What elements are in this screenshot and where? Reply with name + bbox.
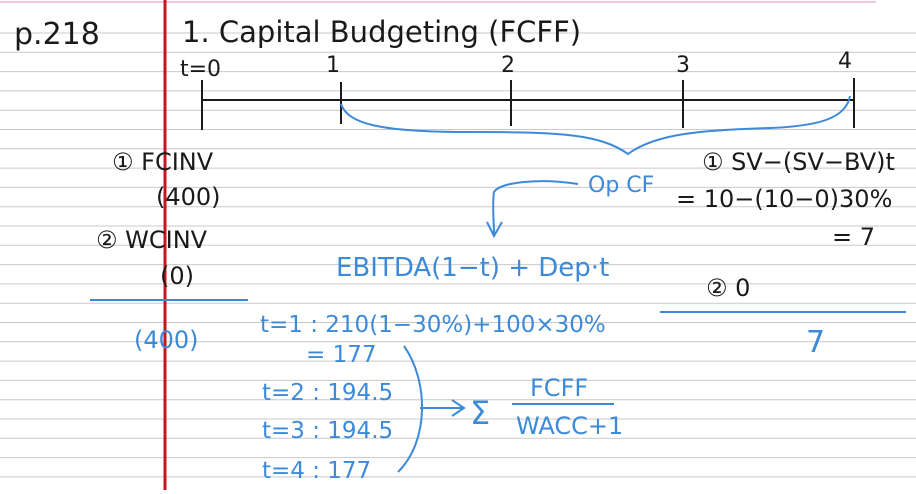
operating-cf-brace <box>340 95 851 156</box>
wc-inv-label: ② WCINV <box>96 226 208 254</box>
terminal-formula-line1: ① SV−(SV−BV)t <box>702 148 895 176</box>
terminal-formula-line3: = 7 <box>832 223 875 251</box>
left-total: (400) <box>134 326 199 354</box>
terminal-cash-flow: ① SV−(SV−BV)t = 10−(10−0)30% = 7 ② 0 <box>676 148 895 302</box>
sum-arrow-head <box>451 399 466 417</box>
ruled-lines <box>0 32 916 478</box>
sum-numerator: FCFF <box>530 374 588 402</box>
page-reference: p.218 <box>14 17 100 52</box>
timeline-label: 3 <box>676 53 690 78</box>
timeline-label: 2 <box>501 53 515 78</box>
operating-cash-flows: EBITDA(1−t) + Dep·t t=1 : 210(1−30%)+100… <box>260 253 609 484</box>
fc-inv-label: ① FCINV <box>112 148 214 176</box>
initial-investment: ① FCINV (400) ② WCINV (0) <box>96 148 221 290</box>
timeline: t=0 1 2 3 4 <box>180 49 855 130</box>
opcf-t2: t=2 : 194.5 <box>262 380 393 406</box>
opcf-t3: t=3 : 194.5 <box>262 418 393 444</box>
terminal-item2: ② 0 <box>706 274 750 302</box>
sigma-symbol: Σ <box>470 394 490 432</box>
fc-inv-value: (400) <box>156 183 221 211</box>
opcf-t1: t=1 : 210(1−30%)+100×30% <box>260 312 606 338</box>
terminal-formula-line2: = 10−(10−0)30% <box>676 185 892 213</box>
opcf-formula: EBITDA(1−t) + Dep·t <box>336 253 609 283</box>
opcf-arrow <box>492 180 579 235</box>
grouping-bracket <box>397 345 423 473</box>
discounting-sum: Σ FCFF WACC+1 <box>470 374 623 440</box>
page-title: 1. Capital Budgeting (FCFF) <box>182 15 581 49</box>
timeline-label: t=0 <box>180 57 221 82</box>
sum-denominator: WACC+1 <box>516 412 623 440</box>
brace-label: Op CF <box>588 173 654 198</box>
wc-inv-value: (0) <box>160 262 194 290</box>
timeline-label: 1 <box>326 53 340 78</box>
timeline-label: 4 <box>838 49 852 74</box>
opcf-t1-result: = 177 <box>306 342 376 368</box>
right-total: 7 <box>806 325 825 360</box>
opcf-arrow-head <box>486 221 503 239</box>
opcf-t4: t=4 : 177 <box>262 458 371 484</box>
